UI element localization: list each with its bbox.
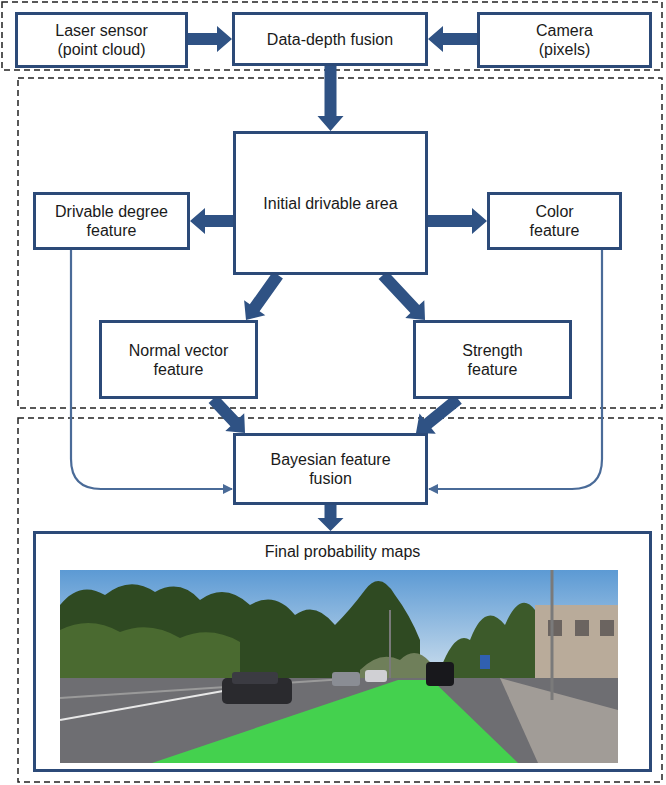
window	[548, 620, 562, 636]
dashed-region	[18, 78, 662, 408]
pole	[551, 570, 554, 700]
box-label: Normal vector feature	[114, 341, 244, 379]
block-arrow	[190, 208, 233, 234]
block-arrow	[244, 272, 283, 321]
sidewalk	[500, 678, 618, 763]
block-arrow	[428, 208, 487, 234]
window	[600, 620, 614, 636]
trees-far	[360, 653, 430, 682]
box-label: Initial drivable area	[263, 194, 397, 213]
block-arrow	[209, 395, 245, 433]
box-label: Final probability maps	[265, 542, 421, 561]
box-label: Camera (pixels)	[510, 21, 620, 59]
block-arrow	[416, 394, 462, 433]
car	[426, 662, 454, 686]
road	[60, 678, 618, 763]
box-label: Drivable degree feature	[44, 202, 179, 240]
window	[575, 620, 589, 636]
process-box: Data-depth fusion	[232, 12, 428, 66]
car	[232, 672, 278, 684]
block-arrow	[188, 26, 232, 52]
process-box: Color feature	[487, 192, 622, 250]
car	[332, 672, 360, 686]
car	[365, 670, 387, 682]
trees-right	[440, 603, 538, 682]
block-arrow	[318, 66, 344, 131]
process-box: Initial drivable area	[233, 131, 428, 275]
process-box: Bayesian feature fusion	[233, 433, 428, 505]
block-arrow	[379, 271, 425, 320]
process-box: Camera (pixels)	[477, 12, 652, 68]
sky	[60, 570, 618, 685]
drivable-area	[152, 680, 518, 763]
dashed-region	[18, 418, 662, 782]
process-box: Drivable degree feature	[33, 192, 190, 250]
building	[535, 605, 618, 690]
process-box: Normal vector feature	[99, 320, 258, 399]
box-label: Laser sensor (point cloud)	[42, 21, 162, 59]
process-box: Strength feature	[413, 320, 572, 399]
box-label: Data-depth fusion	[267, 30, 393, 49]
sign	[480, 655, 490, 669]
process-box: Laser sensor (point cloud)	[15, 12, 188, 68]
trees-front	[60, 623, 240, 682]
road-photo	[60, 570, 618, 763]
block-arrow	[318, 505, 344, 531]
dashed-region	[2, 2, 662, 70]
box-label: Color feature	[510, 202, 600, 240]
pole	[389, 610, 391, 678]
box-label: Bayesian feature fusion	[256, 450, 406, 488]
box-label: Strength feature	[443, 341, 543, 379]
guardrail	[60, 678, 360, 698]
block-arrow	[428, 26, 477, 52]
output-panel: Final probability maps	[33, 531, 652, 772]
